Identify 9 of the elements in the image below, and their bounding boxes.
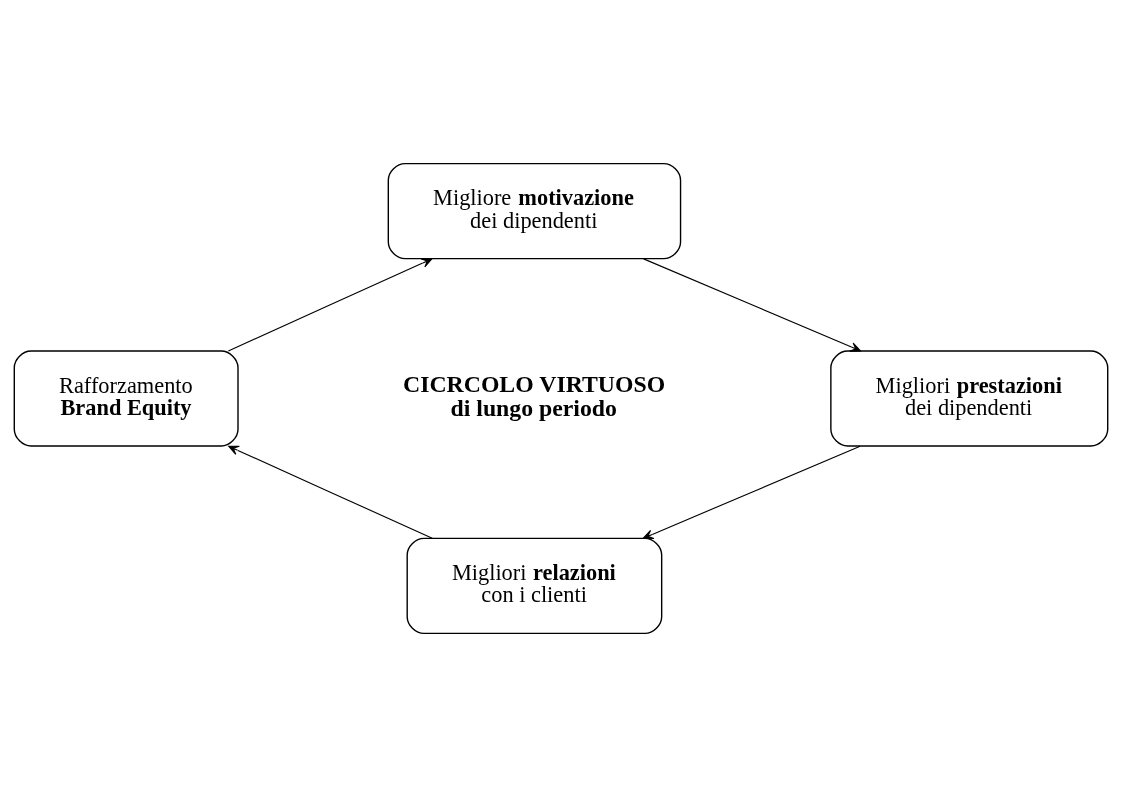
node-box: Rafforzamento Brand Equity (13, 349, 239, 447)
node-box: Migliore motivazione dei dipendenti (387, 162, 682, 259)
arrow (228, 445, 433, 539)
node-box: Migliori prestazioni dei dipendenti (830, 349, 1109, 447)
label: CICRCOLO VIRTUOSO di lungo periodo (403, 370, 666, 421)
node-box: Migliori relazioni con i clienti (406, 537, 663, 634)
arrow (642, 445, 861, 539)
arrow (643, 257, 861, 352)
arrow (227, 257, 433, 351)
